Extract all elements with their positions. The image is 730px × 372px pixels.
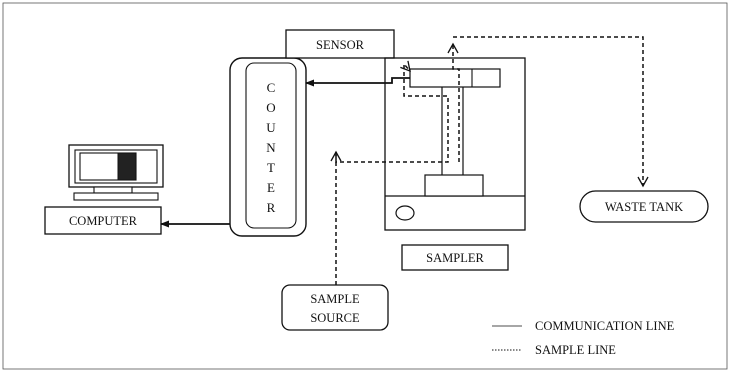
counter-label: C O U N T E R [266,80,276,215]
counter-letter: O [266,100,275,115]
sample-line-to-waste-tank [453,36,649,188]
computer-label: COMPUTER [69,214,138,228]
sampler-unit [384,57,526,231]
sampler-label: SAMPLER [426,251,484,265]
sample-line-sensor-outlet [447,42,460,162]
counter-letter: U [266,120,276,135]
sensor-box [285,29,395,59]
legend: COMMUNICATION LINE SAMPLE LINE [492,319,675,357]
sampler-label-box [401,244,509,271]
communication-line-sensor-to-counter [305,77,410,87]
counter-box-inner [245,62,297,229]
sample-line-to-sensor [335,60,449,163]
sample-source-box [281,284,389,331]
waste-tank-label: WASTE TANK [605,200,683,214]
sample-source-label-line1: SAMPLE [310,292,360,306]
sampler-button-icon [395,205,415,221]
counter-letter: N [266,140,276,155]
computer-icon [68,144,164,201]
counter-letter: E [267,180,275,195]
counter-letter: T [267,160,275,175]
legend-sample-label: SAMPLE LINE [535,343,616,357]
waste-tank-box [579,190,709,223]
counter-letter: R [267,200,276,215]
legend-communication-label: COMMUNICATION LINE [535,319,675,333]
sample-source-label-line2: SOURCE [310,311,360,325]
computer-box [44,206,162,235]
counter-letter: C [267,80,276,95]
sensor-label: SENSOR [316,38,365,52]
